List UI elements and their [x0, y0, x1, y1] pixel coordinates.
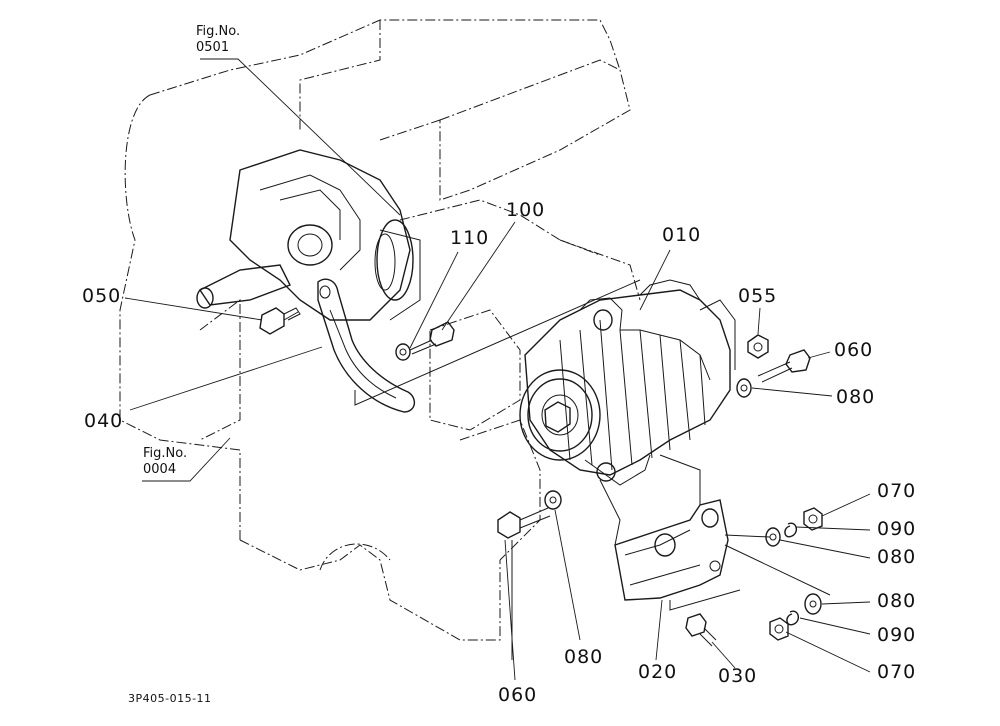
callout-080-mid: 080	[877, 546, 917, 568]
bracket-020	[614, 499, 729, 601]
callout-110: 110	[450, 227, 490, 249]
fig-ref-top-number: 0501	[196, 40, 230, 55]
alternator-010	[519, 279, 736, 486]
fig-ref-top-label: Fig.No.	[196, 24, 241, 39]
fig-ref-left-number: 0004	[143, 462, 177, 477]
callout-060-upper: 060	[834, 339, 874, 361]
callout-090-upper: 090	[877, 518, 917, 540]
callout-070-upper: 070	[877, 480, 917, 502]
callout-040: 040	[84, 410, 124, 432]
bolt-060-lower-washer-080	[497, 490, 562, 539]
bolt-030	[685, 613, 717, 647]
callout-020: 020	[638, 661, 678, 683]
leader-lines	[124, 58, 871, 681]
fig-ref-left: Fig.No. 0004	[143, 446, 187, 478]
fig-ref-top: Fig.No. 0501	[196, 24, 240, 56]
callout-030: 030	[718, 665, 758, 687]
water-pump-assembly	[196, 149, 421, 321]
callout-100: 100	[506, 199, 546, 221]
nut-055-bolt-060-washer-080	[736, 334, 811, 398]
nut-washer-stack-lower	[769, 593, 822, 641]
callout-080-upper: 080	[836, 386, 876, 408]
adjusting-plate-040	[317, 278, 415, 413]
engine-block-outline	[119, 19, 641, 641]
bolt-050	[259, 307, 301, 335]
callout-060-lower: 060	[498, 684, 538, 706]
fig-ref-left-label: Fig.No.	[143, 446, 188, 461]
callout-080-lower: 080	[877, 590, 917, 612]
callout-090-lower: 090	[877, 624, 917, 646]
drawing-code: 3P405-015-11	[128, 692, 212, 705]
callout-010: 010	[662, 224, 702, 246]
callout-050: 050	[82, 285, 122, 307]
callout-055: 055	[738, 285, 778, 307]
bolt-100-washer-110	[395, 321, 455, 361]
callout-070-lower: 070	[877, 661, 917, 683]
nut-washer-stack-upper	[765, 507, 823, 547]
callout-080-bottom: 080	[564, 646, 604, 668]
assembly-center-lines	[354, 279, 831, 660]
